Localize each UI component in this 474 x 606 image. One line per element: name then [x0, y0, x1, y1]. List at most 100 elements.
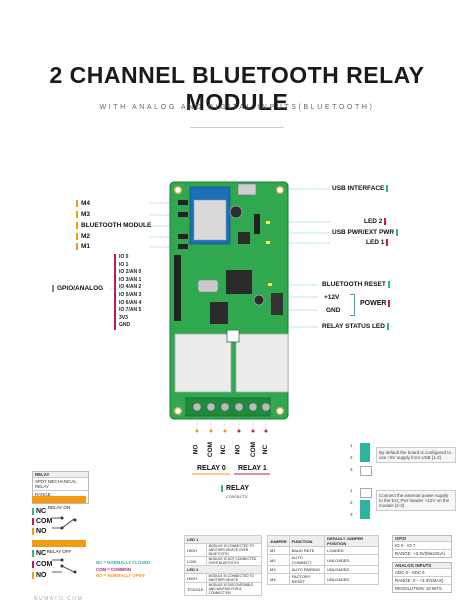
relay-off-banner: RELAY OFF: [32, 540, 86, 554]
gpio-spec-row: RANGE: +3.3V(Max3mA): [393, 549, 451, 557]
label-bluetooth-reset: BLUETOOTH RESET: [322, 281, 390, 288]
gpio-pin: IO 4/AN 2: [119, 284, 142, 291]
jumper-note: Connect the external power supply to the…: [376, 490, 456, 511]
jumper-cell: FACTORY RESET: [288, 573, 326, 585]
jumper-cap: [360, 500, 370, 519]
jumper-col-head: FUNCTION: [288, 535, 326, 547]
jumper-note-text: By default the board is configured to us…: [379, 450, 452, 460]
analog-spec-box: ANALOG INPUTS ADC 0 - ADC 6 RANGE: 0 - +…: [392, 562, 452, 593]
terminal-label: COM: [250, 441, 258, 458]
gpio-spec-head: GPIO: [393, 536, 451, 541]
terminal-labels: NO COM NC NO COM NC: [191, 436, 273, 466]
jumper-cell: BAUD RATE: [288, 546, 326, 555]
terminal-label: NO: [192, 444, 200, 455]
footer-brand: NUMATO.COM: [34, 596, 84, 602]
gpio-pin: IO 3/AN 1: [119, 276, 142, 283]
led-desc: MODULE IS CONNECTED TO ANOTHER DEVICE OV…: [205, 543, 263, 557]
led-desc: MODULE IS CONNECTED TO ANOTHER DEVICE: [205, 573, 263, 583]
led-state: TOGGLE: [184, 582, 207, 596]
gpio-pin: IO 2/AN 0: [119, 269, 142, 276]
contact-legend: NC = NORMALLY CLOSED COM = COMMON NO = N…: [96, 560, 150, 580]
label-m2: M2: [76, 233, 90, 240]
power-bracket: [350, 294, 355, 316]
jumper-pin: [360, 488, 372, 498]
label-relay0: RELAY 0: [197, 465, 226, 472]
contact-com-on: COM: [32, 518, 52, 525]
gpio-pin: IO 1: [119, 261, 129, 268]
jumper-num: 1: [350, 443, 353, 448]
jumper-table: JUMPER FUNCTION DEFAULT JUMPER POSITION …: [267, 535, 379, 585]
label-usb-pwr: USB PWR/EXT PWR: [332, 229, 399, 236]
jumper-cell: AUTO PAIRING: [288, 565, 326, 574]
label-contacts: CONTACTS: [226, 494, 248, 499]
legend-no: NO = NORMALLY OPEN: [96, 573, 145, 578]
label-m3: M3: [76, 211, 90, 218]
led-state: HIGH: [184, 573, 207, 583]
jumper-num: 3: [350, 467, 353, 472]
label-gpio-analog: GPIO/ANALOG: [52, 285, 103, 292]
jumper-num: 3: [350, 512, 353, 517]
jumper-cell: AUTO CONNECT: [288, 554, 326, 566]
jumper-num: 1: [350, 488, 353, 493]
terminal-label: NC: [262, 444, 270, 455]
jumper-note-text: Connect the external power supply to the…: [379, 493, 450, 508]
title-divider: [190, 127, 284, 128]
jumper-num: 2: [350, 500, 353, 505]
jumper-diagram-usb: 1 2 3 By default the board is configured…: [350, 443, 460, 479]
label-relay-status-led: RELAY STATUS LED: [322, 323, 389, 330]
label-12v: +12V: [324, 294, 340, 301]
terminal-label: NC: [220, 444, 228, 455]
gpio-pin: IO 7/AN 5: [119, 307, 142, 314]
led-desc: MODULE IS NOT CONNECTED OVER BLUETOOTH: [205, 556, 263, 566]
analog-spec-head: ANALOG INPUTS: [393, 563, 451, 568]
jumper-col-head: DEFAULT JUMPER POSITION: [324, 535, 379, 547]
analog-spec-row: RESOLUTION: 10 BITS: [393, 584, 451, 592]
label-m4: M4: [76, 200, 90, 207]
contact-nc-on: NC: [32, 508, 46, 515]
label-relay: RELAY: [221, 485, 249, 492]
relay-spec-row: SPDT MECHANICAL RELAY: [33, 477, 88, 490]
relay-on-banner: RELAY ON: [32, 496, 86, 510]
led1-head: LED 1: [184, 535, 262, 544]
gpio-pin: IO 6/AN 4: [119, 299, 142, 306]
led-state: HIGH: [184, 543, 207, 557]
led-desc: MODULE IS DISCOVERABLE AND WAITING FOR A…: [205, 582, 263, 596]
page-subtitle: WITH ANALOG AND DIGITAL INPUTS(BLUETOOTH…: [99, 104, 375, 111]
label-usb-interface: USB INTERFACE: [332, 185, 389, 192]
jumper-cell: M3: [267, 565, 290, 574]
jumper-cell: M2: [267, 554, 290, 566]
contact-nc-off: NC: [32, 550, 46, 557]
jumper-cap: [360, 443, 370, 462]
jumper-cell: LOADED: [324, 546, 379, 555]
jumper-note: By default the board is configured to us…: [376, 447, 456, 463]
led-state: LOW: [184, 556, 207, 566]
gpio-spec-row: IO 0 - IO 7: [393, 541, 451, 549]
contact-no-on: NO: [32, 528, 47, 535]
jumper-cell: UNLOADED: [324, 565, 379, 574]
jumper-cell: UNLOADED: [324, 573, 379, 585]
label-power: POWER: [360, 300, 391, 307]
jumper-pin: [360, 466, 372, 476]
terminal-label: NO: [234, 444, 242, 455]
terminal-label: COM: [207, 441, 215, 458]
label-bluetooth-module: BLUETOOTH MODULE: [76, 222, 151, 229]
analog-spec-row: ADC 0 - ADC 6: [393, 568, 451, 576]
gpio-pin-list: IO 0 IO 1 IO 2/AN 0 IO 3/AN 1 IO 4/AN 2 …: [114, 254, 141, 330]
led2-head: LED 2: [184, 565, 262, 574]
gpio-pin: IO 5/AN 3: [119, 291, 142, 298]
gpio-pin: IO 0: [119, 254, 129, 260]
label-relay1: RELAY 1: [238, 465, 267, 472]
gpio-pin: GND: [119, 322, 131, 329]
contact-no-off: NO: [32, 572, 47, 579]
jumper-cell: M1: [267, 546, 290, 555]
jumper-diagram-ext: 1 2 3 Connect the external power supply …: [350, 488, 460, 524]
gpio-pin: 3V3: [119, 314, 128, 321]
jumper-cell: UNLOADED: [324, 554, 379, 566]
label-m1: M1: [76, 243, 90, 250]
analog-spec-row: RANGE: 0 - +3.3V(MAX): [393, 576, 451, 584]
gpio-spec-box: GPIO IO 0 - IO 7 RANGE: +3.3V(Max3mA): [392, 535, 452, 558]
page-title: 2 CHANNEL BLUETOOTH RELAY MODULE: [49, 62, 425, 115]
label-led1: LED 1: [366, 239, 389, 246]
